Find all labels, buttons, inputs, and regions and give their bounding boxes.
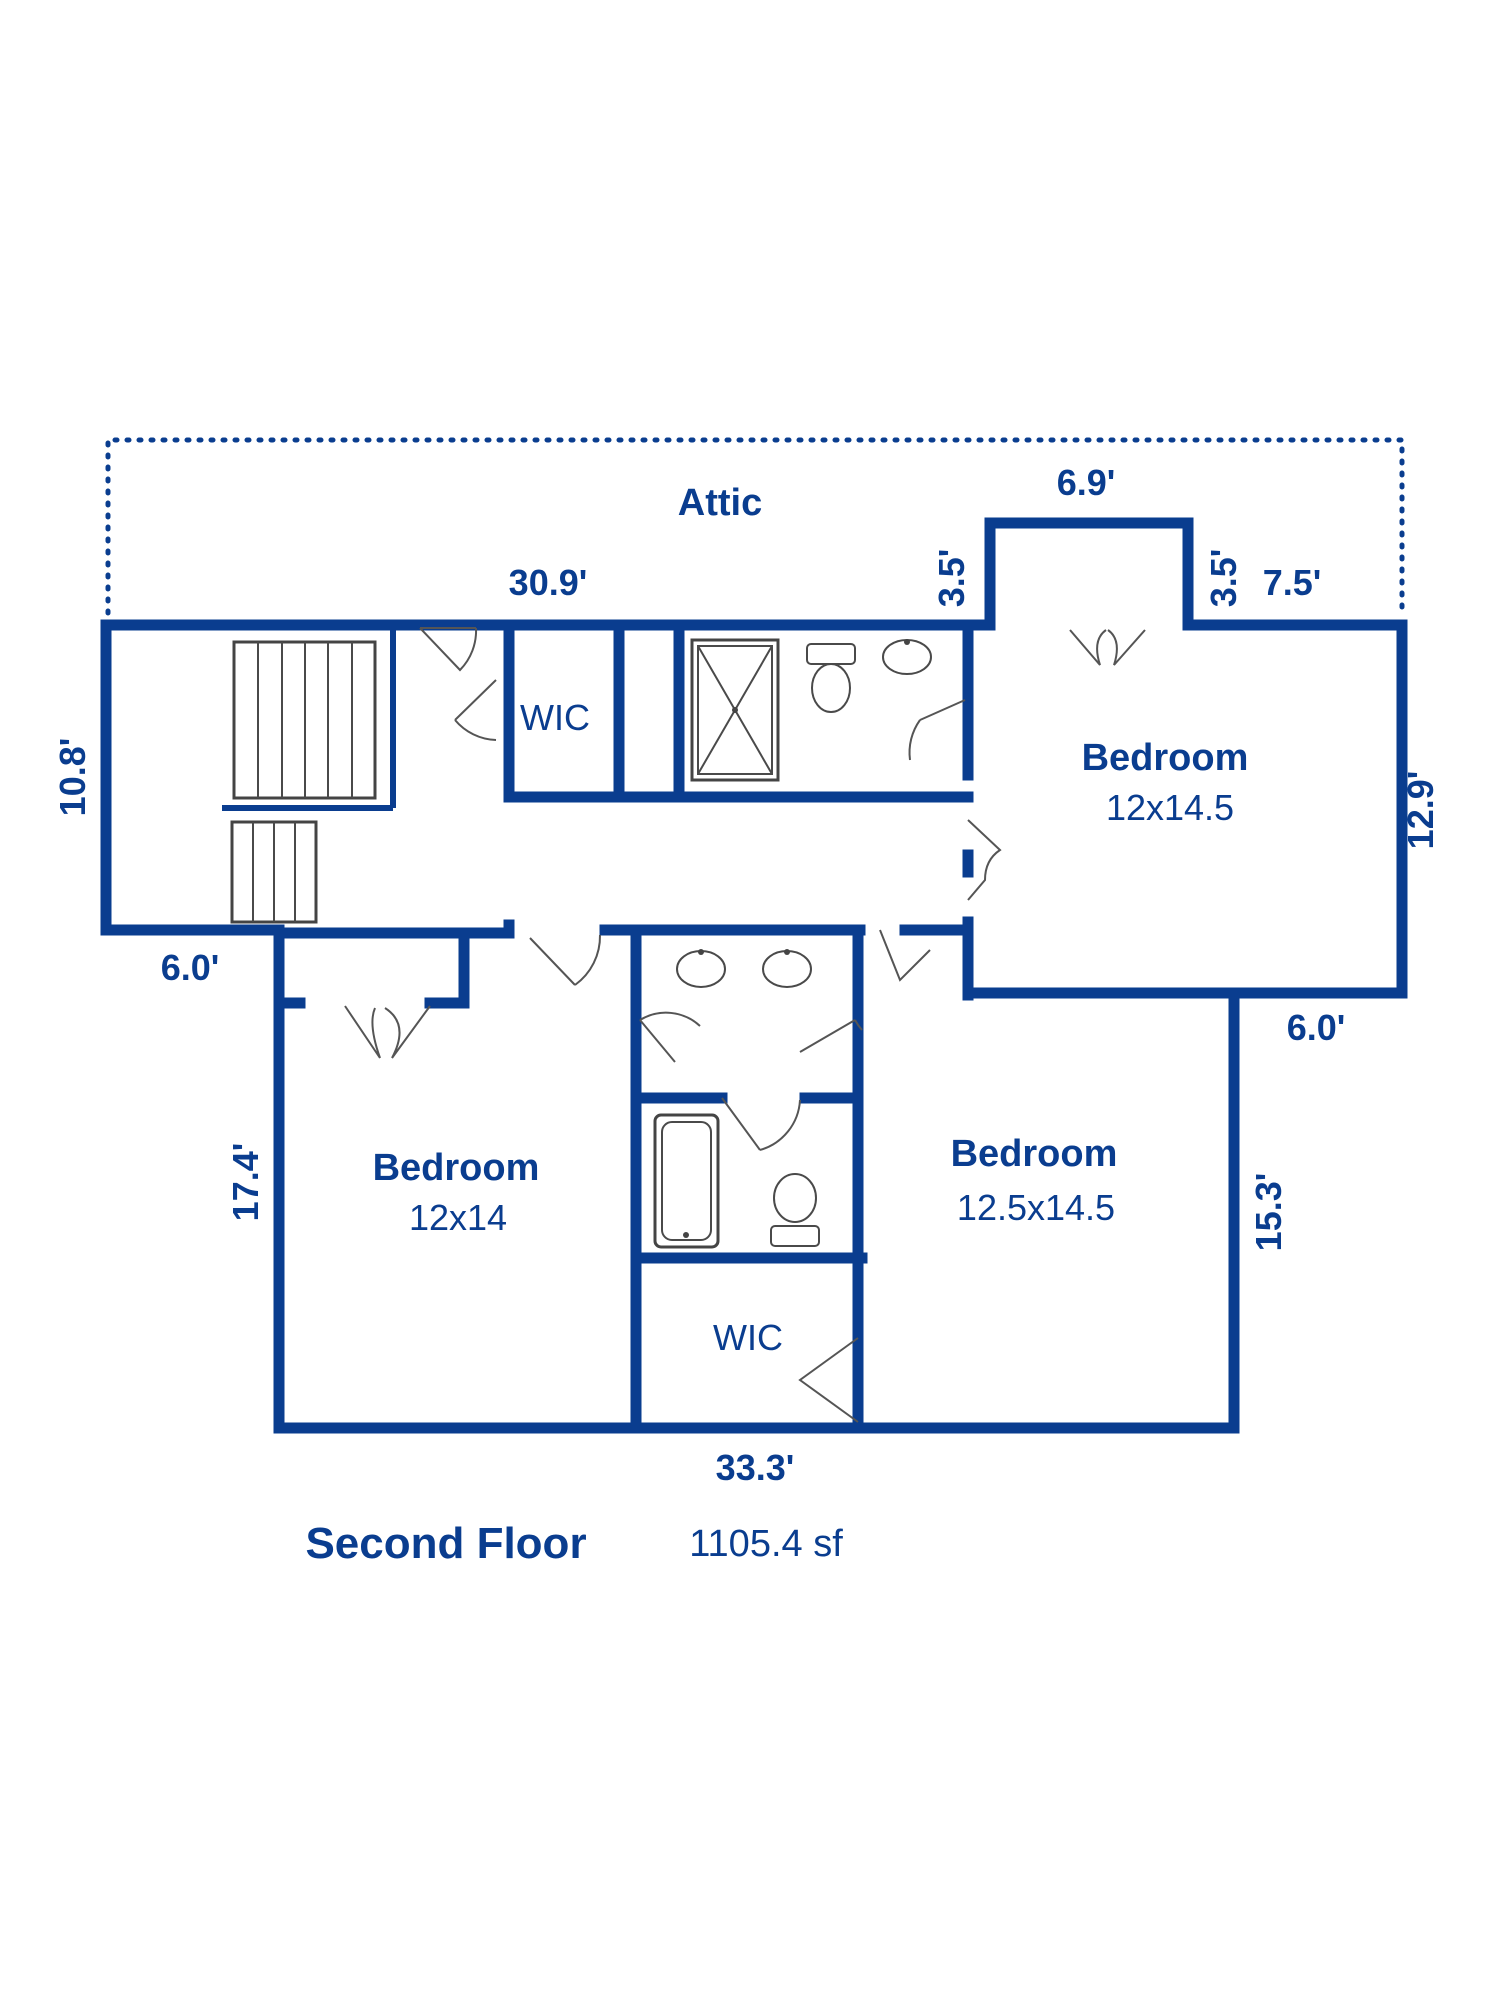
attic-outline <box>105 437 1405 628</box>
bathtub-icon <box>653 1113 720 1249</box>
room-name: WIC <box>713 1317 783 1358</box>
room-name: Bedroom <box>1082 737 1249 779</box>
interior-walls <box>222 619 974 1434</box>
dim-bump-right: 3.5' <box>1203 549 1244 608</box>
staircase <box>230 640 377 924</box>
dim-lower-left-height: 17.4' <box>225 1143 266 1222</box>
floor-area: 1105.4 sf <box>689 1523 843 1565</box>
dim-bump-width: 6.9' <box>1057 462 1116 503</box>
dim-top-left: 30.9' <box>509 562 588 603</box>
toilet-icon <box>806 643 856 713</box>
dim-step-left: 6.0' <box>161 947 220 988</box>
room-dims: 12x14 <box>409 1197 507 1238</box>
doors <box>344 627 1146 1423</box>
dim-right-height: 12.9' <box>1400 771 1441 850</box>
room-dims: 12x14.5 <box>1106 787 1234 828</box>
attic-label: Attic <box>678 482 762 524</box>
room-name: Bedroom <box>373 1147 540 1189</box>
dim-step-right: 6.0' <box>1287 1007 1346 1048</box>
room-name: WIC <box>520 697 590 738</box>
toilet-icon <box>770 1173 820 1247</box>
shower <box>690 638 780 782</box>
room-name: Bedroom <box>951 1133 1118 1175</box>
floor-title: Second Floor <box>305 1519 586 1568</box>
double-sink-icon <box>676 949 812 988</box>
dim-top-right: 7.5' <box>1263 562 1322 603</box>
sink-icon <box>882 639 932 675</box>
room-dims: 12.5x14.5 <box>957 1187 1115 1228</box>
dim-bump-left: 3.5' <box>931 549 972 608</box>
dim-lower-right-height: 15.3' <box>1248 1173 1289 1252</box>
dim-bottom-width: 33.3' <box>716 1447 795 1488</box>
dim-left-height: 10.8' <box>52 738 93 817</box>
